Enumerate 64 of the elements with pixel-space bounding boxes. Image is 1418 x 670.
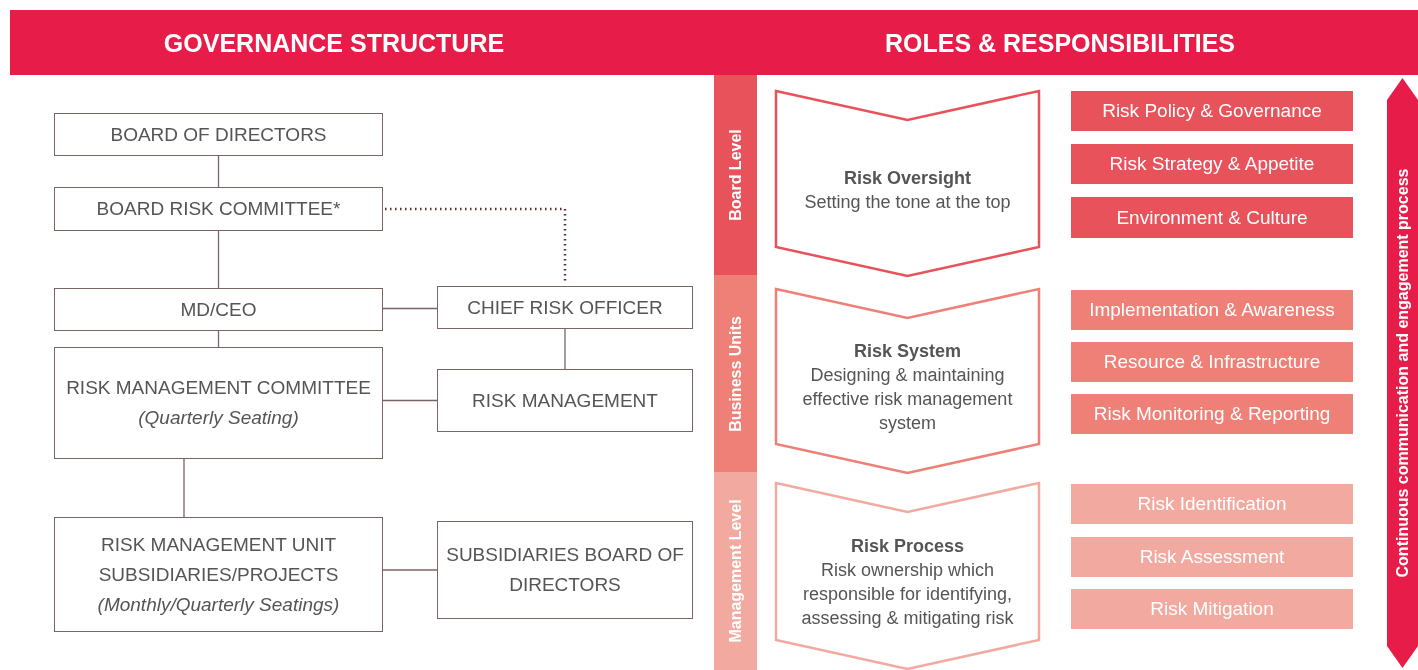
- responsibility-label: Environment & Culture: [1116, 206, 1308, 229]
- connector-line: [382, 399, 438, 402]
- org-chart-box: [437, 521, 693, 619]
- responsibility-box: [1071, 91, 1353, 131]
- chevron-shape: [775, 482, 1040, 670]
- org-chart-box: [54, 288, 383, 331]
- chevron-shape: [775, 288, 1040, 474]
- responsibility-label: Resource & Infrastructure: [1103, 351, 1321, 373]
- level-band: [714, 472, 757, 670]
- box-title: MD/CEO: [180, 297, 257, 322]
- role-heading: Risk Oversight: [842, 166, 972, 190]
- responsibility-box: [1071, 290, 1353, 330]
- responsibility-label: Risk Strategy & Appetite: [1109, 153, 1315, 175]
- responsibility-label: Implementation & Awareness: [1089, 299, 1335, 321]
- connector-line: [382, 569, 438, 571]
- connector-line: [217, 155, 220, 188]
- connector-line: [217, 230, 220, 289]
- role-description: Designing & maintaining effective risk management system: [801, 364, 1014, 435]
- box-title: BOARD RISK COMMITTEE*: [96, 197, 341, 221]
- role-description: Risk ownership which responsible for identifying, assessing & mitigating risk: [800, 559, 1015, 630]
- role-heading: Risk System: [852, 340, 963, 363]
- level-label: Business Units: [726, 315, 745, 432]
- org-chart-box: [54, 347, 383, 459]
- level-label: Board Level: [726, 129, 745, 221]
- box-title: RISK MANAGEMENT: [472, 388, 658, 413]
- org-chart-box: [54, 113, 383, 156]
- level-label: Management Level: [726, 499, 745, 643]
- process-arrow: [1387, 78, 1418, 668]
- box-title: CHIEF RISK OFFICER: [467, 295, 663, 320]
- dotted-connector: [385, 207, 567, 284]
- connector-line: [564, 328, 566, 370]
- connector-line: [183, 458, 185, 518]
- connector-line: [382, 307, 438, 310]
- box-title: RISK MANAGEMENT UNIT SUBSIDIARIES/PROJECTS: [97, 532, 340, 587]
- section-heading: ROLES & RESPONSIBILITIES: [884, 28, 1236, 58]
- meeting-frequency: (Monthly/Quarterly Seatings): [97, 592, 340, 617]
- role-description: Setting the tone at the top: [803, 190, 1012, 214]
- responsibility-box: [1071, 394, 1353, 434]
- responsibility-label: Risk Monitoring & Reporting: [1093, 403, 1331, 425]
- org-chart-box: [437, 369, 693, 432]
- responsibility-label: Risk Assessment: [1139, 546, 1285, 568]
- meeting-frequency: (Quarterly Seating): [138, 406, 299, 430]
- responsibility-box: [1071, 342, 1353, 382]
- responsibility-label: Risk Policy & Governance: [1102, 100, 1322, 122]
- chevron-shape: [775, 90, 1040, 277]
- level-band: [714, 75, 757, 275]
- role-heading: Risk Process: [849, 535, 966, 558]
- responsibility-box: [1071, 537, 1353, 577]
- box-title: RISK MANAGEMENT COMMITTEE: [66, 376, 371, 400]
- org-chart-box: [54, 517, 383, 632]
- section-heading: GOVERNANCE STRUCTURE: [163, 28, 505, 58]
- box-title: SUBSIDIARIES BOARD OF DIRECTORS: [446, 543, 684, 597]
- responsibility-box: [1071, 589, 1353, 629]
- org-chart-box: [54, 187, 383, 231]
- responsibility-box: [1071, 197, 1353, 238]
- connector-line: [217, 330, 220, 348]
- box-title: BOARD OF DIRECTORS: [110, 122, 327, 147]
- responsibility-box: [1071, 484, 1353, 524]
- process-label: Continuous communication and engagement process: [1393, 168, 1412, 578]
- responsibility-box: [1071, 144, 1353, 184]
- level-band: [714, 275, 757, 472]
- org-chart-box: [437, 286, 693, 329]
- responsibility-label: Risk Identification: [1137, 493, 1287, 515]
- responsibility-label: Risk Mitigation: [1150, 598, 1274, 620]
